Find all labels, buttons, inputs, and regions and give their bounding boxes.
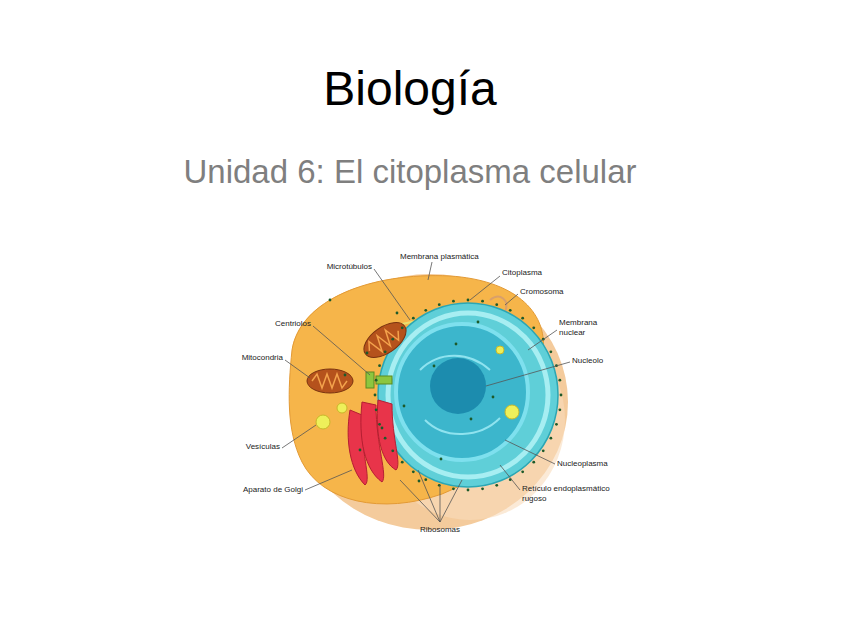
mitochondrion [358,316,412,365]
part-label: Nucleoplasma [557,459,608,469]
slide-subtitle: Unidad 6: El citoplasma celular [183,153,636,191]
ribosome [555,423,558,426]
ribosome [481,300,484,303]
part-label: Mitocondria [242,353,283,363]
ribosome [412,470,415,473]
mitochondrion [307,369,353,393]
ribosome [424,309,427,312]
ribosome [492,396,495,399]
ribosome [558,408,561,411]
nucleolus [430,358,486,414]
ribosome [495,484,498,487]
part-label: Aparato de Golgi [243,485,303,495]
ribosome [481,487,484,490]
part-label: Membrana plasmática [400,252,479,262]
ribosome [470,418,473,421]
vesicle [316,346,519,429]
part-label: Citoplasma [502,268,542,278]
ribosome [403,405,406,408]
ribosome [452,487,455,490]
ribosome [344,374,347,377]
ribosome [418,480,421,483]
ribosome [391,449,394,452]
ribosome [558,379,561,382]
ribosome [378,423,381,426]
ribosome [375,379,378,382]
ribosome [467,299,470,302]
ribosome [401,326,404,329]
ribosome [375,408,378,411]
part-label: Cromosoma [520,287,564,297]
ribosome [401,461,404,464]
part-label: Nucleolo [572,356,603,366]
ribosome [560,394,563,397]
ribosome [359,449,362,452]
part-label: Ribosomas [420,525,460,535]
ribosome [532,326,535,329]
slide-title: Biología [323,61,496,116]
ribosomes [329,299,563,492]
ribosome [495,303,498,306]
nucleus [396,324,528,460]
ribosome [467,489,470,492]
ribosome [438,303,441,306]
ribosome [424,478,427,481]
ribosome [521,470,524,473]
ribosome [366,352,369,355]
ribosome [384,437,387,440]
ribosome [391,338,394,341]
part-label: Vesículas [246,442,280,452]
ribosome [477,321,480,324]
ribosome [374,394,377,397]
rough-er-band [388,313,548,477]
ribosome [378,364,381,367]
part-label: Membrana nuclear [559,318,607,338]
ribosome [521,317,524,320]
ribosome [455,343,458,346]
ribosome [440,458,443,461]
ribosome [433,365,436,368]
centriole [366,372,374,388]
ribosome [329,299,332,302]
ribosome [452,300,455,303]
leader-lines [282,262,570,522]
part-label: Centriolos [275,319,311,329]
ribosome [412,317,415,320]
ribosome [509,309,512,312]
golgi [348,400,398,485]
part-label: Microtúbulos [327,262,372,272]
ribosome [532,461,535,464]
ribosome [396,312,399,315]
ribosome [542,449,545,452]
ribosome [549,350,552,353]
ribosome [381,427,384,430]
centriole [376,376,392,384]
ribosome [549,437,552,440]
part-label: Retículo endoplasmático rugoso [522,484,618,504]
ribosome [384,350,387,353]
chromatin [425,418,500,434]
